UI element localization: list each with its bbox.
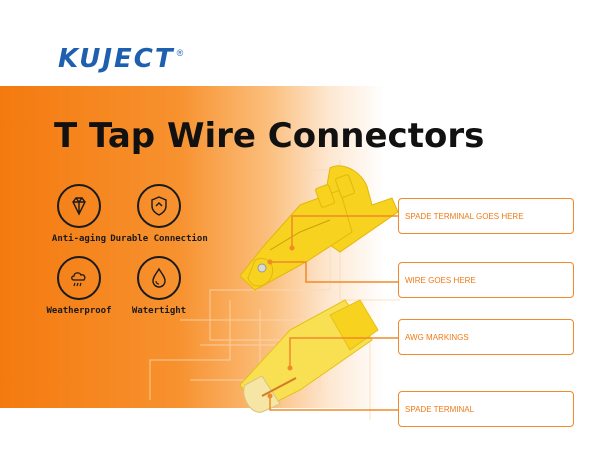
feature-watertight: Watertight [104,256,214,316]
feature-weatherproof: Weatherproof [24,256,134,316]
feature-durable-connection: Durable Connection [104,184,214,244]
diamond-icon [57,184,101,228]
callout-spade-terminal: SPADE TERMINAL [398,391,574,427]
callout-awg-markings: AWG MARKINGS [398,319,574,355]
feature-label: Watertight [131,306,187,316]
callout-spade-terminal-goes-here: SPADE TERMINAL GOES HERE [398,198,574,234]
brand-name: KUJECT [58,44,175,74]
feature-label: Durable Connection [110,234,208,244]
page-title: T Tap Wire Connectors [54,116,485,156]
feature-anti-aging: Anti-aging [24,184,134,244]
callout-wire-goes-here: WIRE GOES HERE [398,262,574,298]
t-tap-connector-image [239,165,399,291]
feature-label: Anti-aging [51,234,107,244]
brand-logo: KUJECT ® [58,44,183,74]
spade-terminal-image [239,299,379,413]
water-drop-icon [137,256,181,300]
feature-label: Weatherproof [46,306,112,316]
shield-icon [137,184,181,228]
registered-mark: ® [176,48,184,58]
weather-icon [57,256,101,300]
